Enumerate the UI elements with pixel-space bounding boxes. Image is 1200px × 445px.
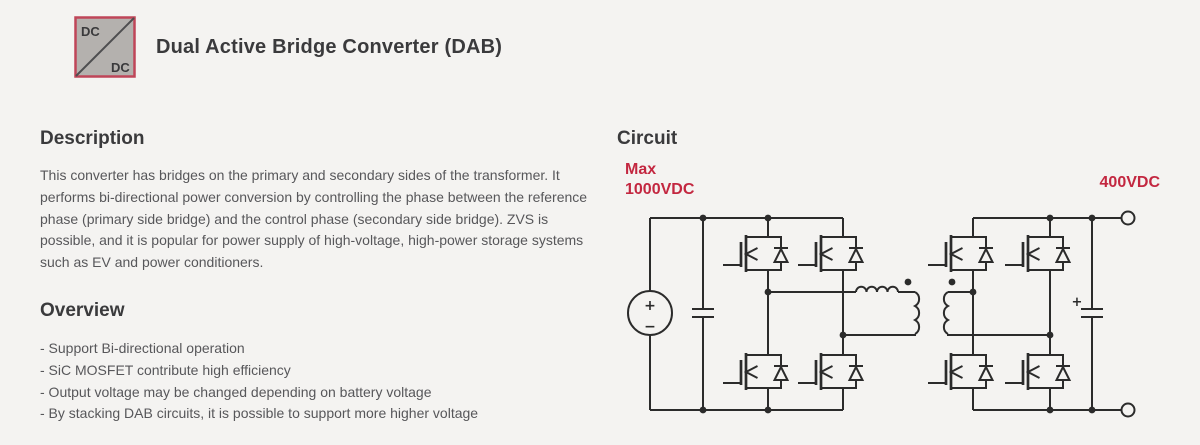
max-label-line2: 1000VDC <box>625 181 695 198</box>
junction-dots <box>699 214 1096 414</box>
source-minus-sign: − <box>644 319 656 335</box>
circuit-diagram: + − + <box>627 210 1136 418</box>
icon-dc-bottom-label: DC <box>111 60 130 75</box>
input-capacitor <box>692 218 714 410</box>
icon-diagonal <box>75 17 135 77</box>
overview-item: - SiC MOSFET contribute high efficiency <box>40 361 291 378</box>
source-plus-sign: + <box>644 298 656 314</box>
output-terminal-positive <box>1120 210 1136 226</box>
circuit-heading-wrap: Circuit <box>617 128 677 150</box>
mosfet-secondary-low-right <box>1003 334 1072 412</box>
mosfet-secondary-high-right <box>1003 216 1072 294</box>
page-title: Dual Active Bridge Converter (DAB) <box>156 35 503 58</box>
output-cap-plus-sign: + <box>1072 295 1083 310</box>
overview-item: - Support Bi-directional operation <box>40 340 245 356</box>
description-section: Description This converter has bridges o… <box>40 128 598 274</box>
max-input-voltage-label: Max 1000VDC <box>625 160 694 200</box>
icon-dc-top-label: DC <box>81 24 100 39</box>
overview-item: - By stacking DAB circuits, it is possib… <box>40 405 479 422</box>
primary-bridge <box>650 216 865 412</box>
mosfet-secondary-high-left <box>926 216 995 294</box>
overview-heading-wrap: Overview <box>40 300 125 322</box>
mosfet-primary-low-right <box>796 334 865 412</box>
circuit-heading: Circuit <box>617 128 678 149</box>
header: DC DC Dual Active Bridge Converter (DAB) <box>74 16 502 78</box>
mosfet-primary-high-left <box>721 216 790 294</box>
primary-winding <box>912 291 921 335</box>
max-label-line1: Max <box>625 161 657 178</box>
dc-dc-converter-icon: DC DC <box>74 16 136 78</box>
overview-list: - Support Bi-directional operation - SiC… <box>40 338 600 425</box>
transformer <box>768 278 1050 336</box>
output-capacitor: + <box>1072 218 1103 410</box>
description-heading: Description <box>40 128 145 149</box>
voltage-source: + − <box>627 218 673 410</box>
secondary-winding <box>942 291 951 335</box>
mosfet-primary-low-left <box>721 334 790 412</box>
inductor <box>855 285 899 293</box>
primary-polarity-dot <box>904 278 912 286</box>
output-terminal-negative <box>1120 402 1136 418</box>
mosfet-secondary-low-left <box>926 334 995 412</box>
mosfet-primary-high-right <box>796 216 865 294</box>
description-text: This converter has bridges on the primar… <box>40 167 588 271</box>
output-voltage-label: 400VDC <box>1099 174 1160 191</box>
overview-item: - Output voltage may be changed dependin… <box>40 383 432 400</box>
secondary-polarity-dot <box>948 278 956 286</box>
overview-heading: Overview <box>40 300 125 321</box>
